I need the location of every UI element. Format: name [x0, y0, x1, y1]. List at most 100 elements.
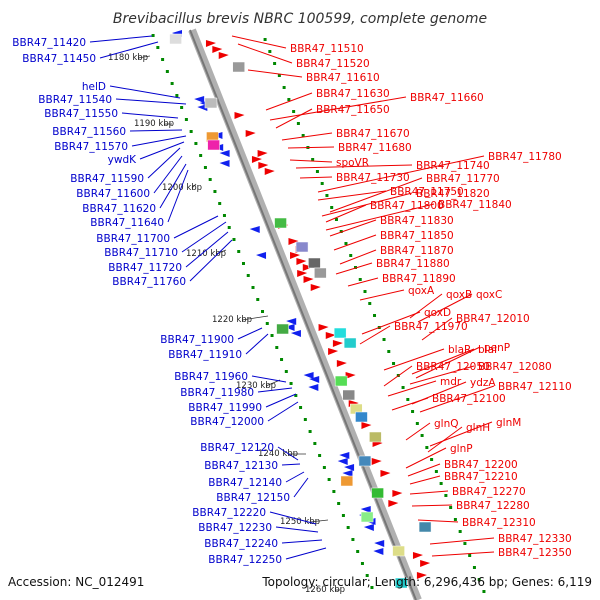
right-gene-label[interactable]: BBR47_11660 [269, 92, 484, 121]
gene-name: BBR47_12140 [208, 477, 282, 489]
right-gene-label[interactable]: BBR47_11850 [333, 230, 454, 251]
right-gene-label[interactable]: BBR47_11730 [299, 172, 410, 184]
left-gene-label[interactable]: BBR47_11620 [82, 163, 187, 215]
right-gene-label[interactable]: BBR47_11650 [275, 104, 390, 129]
right-gene-label[interactable]: BBR47_12330 [429, 533, 572, 545]
leader-line [409, 490, 449, 495]
reverse-gene-arrow [194, 96, 205, 103]
left-gene-label[interactable]: helD [82, 81, 181, 99]
leader-line [411, 504, 453, 507]
left-gene-label[interactable]: BBR47_11550 [44, 108, 179, 120]
right-gene-label[interactable]: BBR47_12010 [421, 313, 530, 341]
gene-name: BBR47_11850 [380, 230, 454, 242]
right-gene-label[interactable]: glnM [429, 417, 521, 447]
left-gene-label[interactable]: BBR47_11980 [180, 387, 293, 399]
gene-name: qoxA [408, 285, 435, 297]
tick-dot [301, 134, 305, 137]
tick-dot [161, 58, 165, 61]
gene-name: BBR47_11640 [90, 217, 164, 229]
gene-feature-box [418, 521, 432, 533]
leader-line [139, 141, 185, 160]
left-gene-label[interactable]: BBR47_11990 [188, 393, 297, 414]
left-gene-label[interactable]: ywdK [108, 141, 185, 166]
left-gene-label[interactable]: BBR47_11710 [104, 221, 227, 259]
leader-line [109, 85, 181, 99]
right-gene-label[interactable]: qoxD [361, 307, 451, 335]
left-gene-label[interactable]: BBR47_12000 [190, 401, 299, 428]
left-gene-label[interactable]: BBR47_11720 [108, 231, 229, 274]
right-gene-label[interactable]: BBR47_12110 [419, 381, 572, 413]
left-gene-label[interactable]: BBR47_11590 [70, 147, 181, 185]
right-gene-label[interactable]: glnH [427, 422, 490, 453]
right-gene-label[interactable]: BBR47_11800 [325, 200, 444, 223]
left-gene-label[interactable]: BBR47_12220 [192, 507, 317, 525]
left-gene-label[interactable]: BBR47_11760 [112, 239, 233, 288]
right-gene-label[interactable]: blaI [411, 344, 497, 375]
right-gene-label[interactable]: BBR47_11680 [287, 142, 412, 154]
right-gene-label[interactable]: BBR47_12200 [407, 459, 518, 477]
tick-dot [237, 250, 241, 253]
left-gene-label[interactable]: BBR47_11420 [12, 35, 153, 49]
right-gene-label[interactable]: BBR47_11970 [359, 321, 468, 345]
leader-line [147, 147, 181, 179]
right-gene-label[interactable]: glnP [405, 443, 473, 469]
left-gene-label[interactable]: BBR47_12150 [216, 477, 309, 504]
left-gene-label[interactable]: BBR47_12250 [208, 547, 327, 566]
right-gene-label[interactable]: qoxA [359, 285, 435, 301]
right-gene-label[interactable]: qoxC [417, 289, 502, 323]
right-gene-label[interactable]: BBR47_12210 [409, 471, 518, 485]
right-gene-label[interactable]: BBR47_11780 [317, 151, 562, 193]
left-gene-label[interactable]: BBR47_12140 [208, 471, 305, 489]
left-gene-label[interactable]: BBR47_11910 [168, 333, 269, 361]
right-gene-label[interactable]: glnQ [405, 418, 459, 441]
left-gene-label[interactable]: BBR47_11960 [174, 371, 287, 383]
gene-name: BBR47_12000 [190, 416, 264, 428]
forward-gene-arrow [258, 162, 269, 169]
leader-line [251, 375, 287, 383]
right-gene-label[interactable]: penP [415, 342, 510, 379]
right-gene-label[interactable]: BBR47_11630 [265, 88, 390, 111]
right-gene-label[interactable]: mdr [387, 376, 462, 397]
right-gene-label[interactable]: BBR47_12100 [391, 393, 506, 411]
left-gene-label[interactable]: BBR47_11700 [96, 215, 219, 245]
left-gene-label[interactable]: BBR47_11600 [76, 155, 183, 200]
left-gene-label[interactable]: BBR47_12240 [204, 538, 323, 550]
left-gene-label[interactable]: BBR47_11450 [22, 41, 159, 65]
tick-dot [322, 466, 326, 469]
right-gene-label[interactable]: BBR47_11670 [281, 128, 410, 141]
gene-name: BBR47_11560 [52, 126, 126, 138]
right-gene-label[interactable]: BBR47_11870 [339, 245, 454, 265]
leader-line [295, 164, 413, 169]
left-gene-label[interactable]: BBR47_11900 [160, 327, 263, 346]
right-gene-label[interactable]: BBR47_11820 [321, 188, 490, 217]
right-gene-label[interactable]: BBR47_11520 [237, 43, 370, 70]
right-gene-label[interactable]: BBR47_11770 [329, 173, 500, 213]
right-gene-label[interactable]: BBR47_11880 [335, 258, 450, 275]
right-gene-label[interactable]: BBR47_11890 [347, 273, 456, 287]
right-gene-label[interactable]: BBR47_12350 [431, 547, 572, 559]
forward-gene-arrow [318, 324, 329, 331]
left-gene-label[interactable]: BBR47_12230 [198, 522, 319, 534]
right-gene-label[interactable]: BBR47_12050 [383, 361, 490, 387]
left-gene-label[interactable]: BBR47_11640 [90, 169, 189, 229]
right-gene-label[interactable]: BBR47_11840 [325, 199, 512, 231]
left-gene-label[interactable]: BBR47_12130 [204, 460, 301, 472]
leader-line [411, 348, 475, 375]
left-gene-label[interactable]: BBR47_11540 [38, 94, 187, 106]
right-gene-label[interactable]: BBR47_11750 [317, 186, 464, 201]
gene-feature-box [343, 337, 357, 349]
right-gene-label[interactable]: BBR47_11510 [231, 35, 364, 55]
right-gene-label[interactable]: BBR47_12270 [409, 486, 526, 498]
leader-line [267, 401, 299, 422]
right-gene-label[interactable]: BBR47_11610 [247, 69, 380, 84]
right-gene-label[interactable]: BBR47_11830 [329, 215, 454, 237]
left-gene-label[interactable]: BBR47_11570 [54, 135, 187, 153]
left-gene-label[interactable]: BBR47_12120 [200, 442, 299, 461]
right-gene-label[interactable]: BBR47_11740 [295, 160, 490, 172]
right-gene-label[interactable]: BBR47_12310 [417, 517, 536, 529]
right-gene-label[interactable]: blaR [383, 344, 471, 371]
left-gene-label[interactable]: BBR47_11560 [52, 126, 183, 138]
right-gene-label[interactable]: BBR47_12080 [409, 361, 552, 385]
right-gene-label[interactable]: BBR47_12280 [411, 500, 530, 512]
leader-line [285, 471, 305, 483]
